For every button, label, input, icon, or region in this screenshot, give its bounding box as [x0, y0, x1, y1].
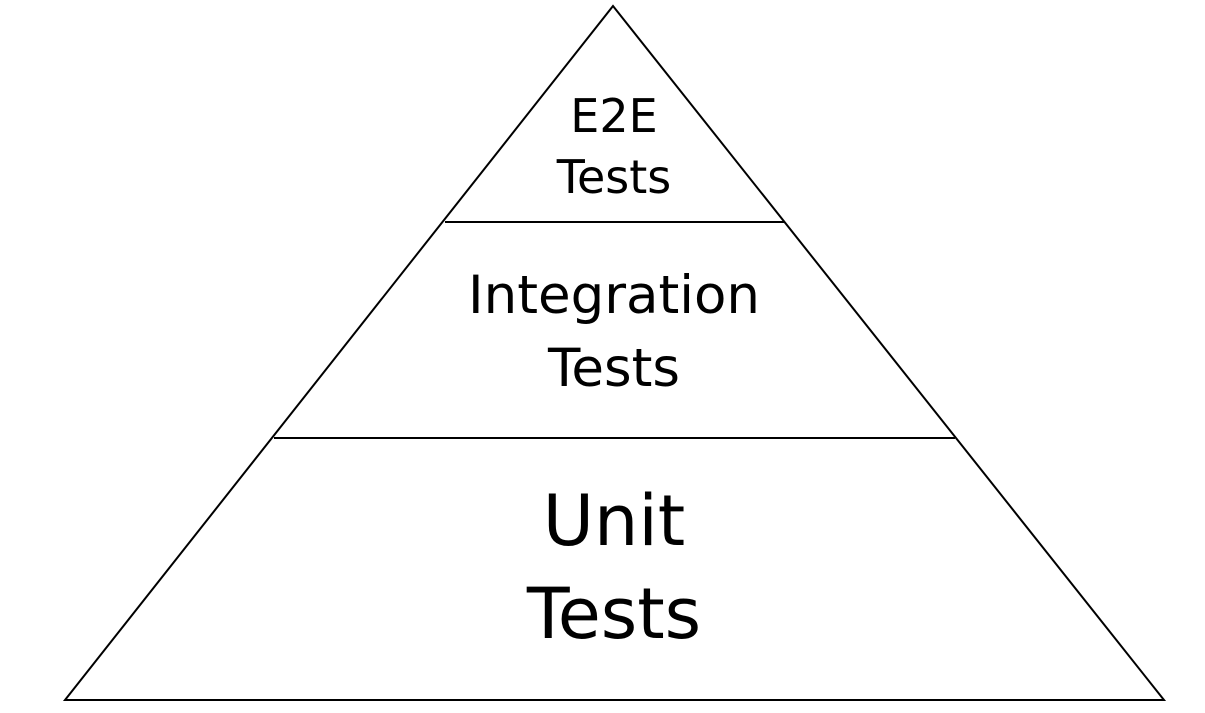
e2e-tier-label-line1: E2E: [570, 89, 657, 143]
unit-tier-label-line1: Unit: [543, 480, 686, 562]
pyramid-outline: [62, 4, 1167, 701]
integration-tier-label-line2: Tests: [547, 338, 680, 399]
integration-tier-label-line1: Integration: [468, 265, 760, 326]
unit-tier-label-line2: Tests: [526, 573, 701, 655]
e2e-tier-label-line2: Tests: [556, 150, 672, 204]
